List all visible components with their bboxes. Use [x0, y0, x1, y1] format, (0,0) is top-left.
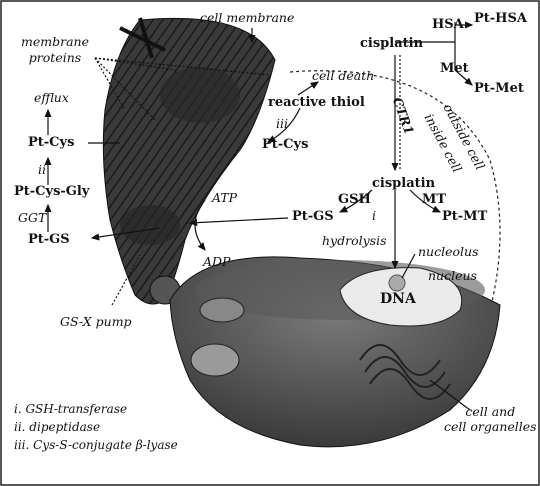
- label-pt-gs-left: Pt-GS: [28, 233, 70, 246]
- legend-item: iii. Cys-S-conjugate β-lyase: [14, 438, 178, 452]
- label-cisplatin-mid: cisplatin: [372, 177, 435, 190]
- label-dna: DNA: [380, 292, 416, 306]
- label-pt-cys-gly: Pt-Cys-Gly: [14, 185, 89, 198]
- label-iii: iii: [276, 118, 288, 131]
- label-pt-hsa: Pt-HSA: [474, 12, 527, 25]
- label-cisplatin-top: cisplatin: [360, 37, 423, 50]
- label-gsx-pump: GS-X pump: [60, 316, 132, 329]
- label-mt: MT: [422, 193, 446, 206]
- label-hsa: HSA: [432, 18, 464, 31]
- label-nucleolus: nucleolus: [418, 246, 479, 259]
- label-pt-mt: Pt-MT: [442, 210, 487, 223]
- label-hydrolysis: hydrolysis: [322, 235, 387, 248]
- label-atp: ATP: [212, 192, 237, 205]
- label-pt-met: Pt-Met: [474, 82, 524, 95]
- label-cell-membrane: cell membrane: [200, 12, 294, 25]
- label-adp: ADP: [203, 256, 230, 269]
- label-membrane-proteins: membrane proteins: [10, 34, 100, 65]
- label-cell-and-organelles: cell and cell organelles: [444, 404, 537, 434]
- label-efflux: efflux: [34, 92, 69, 105]
- legend-item: ii. dipeptidase: [14, 420, 100, 434]
- label-met: Met: [440, 62, 469, 75]
- label-pt-gs-mid: Pt-GS: [292, 210, 334, 223]
- label-nucleus: nucleus: [428, 270, 477, 283]
- legend-item: i. GSH-transferase: [14, 402, 127, 416]
- label-ggt: GGT: [18, 212, 46, 225]
- label-i: i: [372, 210, 376, 223]
- label-reactive-thiol: reactive thiol: [268, 96, 365, 109]
- label-pt-cys-left: Pt-Cys: [28, 136, 74, 149]
- label-cell-death: cell death: [312, 70, 374, 83]
- label-pt-cys-mid: Pt-Cys: [262, 138, 308, 151]
- label-gsh: GSH: [338, 193, 371, 206]
- label-ii: ii: [38, 164, 46, 177]
